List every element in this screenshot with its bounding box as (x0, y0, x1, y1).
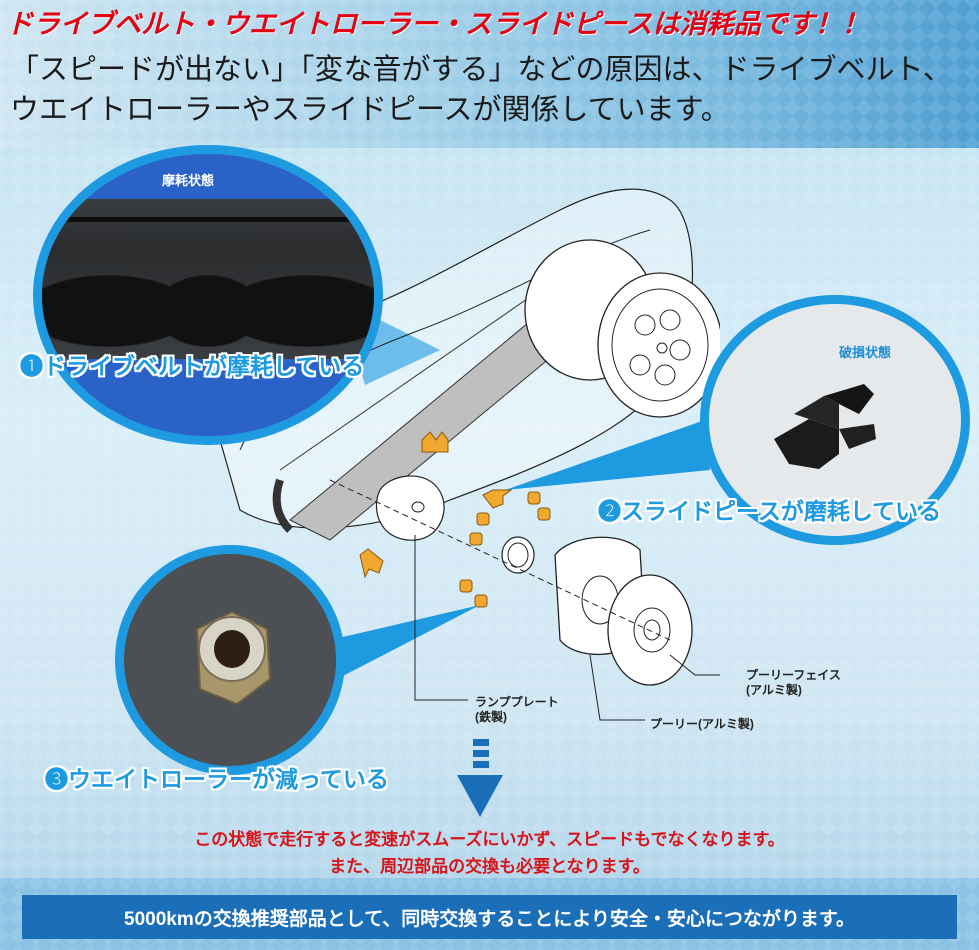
callout-drive-belt: 摩耗状態 (33, 145, 383, 445)
worn-belt-photo (42, 199, 374, 359)
belt-teeth (272, 478, 293, 533)
slide-piece-part (359, 548, 384, 579)
slide-pointer (505, 420, 710, 490)
callout-title-weight-roller: ❸ウエイトローラーが減っている (45, 766, 389, 792)
broken-slide-piece-photo (774, 384, 876, 469)
part-label-pulley-face: プーリーフェイス (アルミ製) (746, 668, 841, 697)
recommendation-banner: 5000kmの交換推奨部品として、同時交換することにより安全・安心につながります… (22, 895, 957, 939)
worn-weight-roller-photo (195, 610, 272, 706)
warning-line-2: また、周辺部品の交換も必要となります。 (329, 857, 650, 876)
headline: ドライブベルト・ウエイトローラー・スライドピースは消耗品です！！ (6, 9, 869, 39)
down-arrow-icon (457, 739, 503, 817)
warning-line-1: この状態で走行すると変速がスムーズにいかず、スピードもでなくなります。 (194, 830, 785, 849)
slide-piece-part (421, 431, 449, 453)
part-label-pulley: プーリー(アルミ製) (650, 717, 754, 731)
damage-state-label: 破損状態 (839, 345, 892, 360)
weight-rollers (459, 491, 551, 608)
callout-title-slide-piece: ❷スライドピースが磨耗している (598, 498, 942, 524)
callout-weight-roller (115, 545, 345, 775)
collar (501, 536, 535, 574)
axis-line (329, 479, 671, 641)
intro-line-2: ウエイトローラーやスライドピースが関係しています。 (10, 94, 730, 126)
intro-text: 「スピードが出ない」「変な音がする」などの原因は、ドライブベルト、 ウエイトロー… (10, 50, 952, 130)
roller-pointer (330, 605, 480, 680)
intro-line-1: 「スピードが出ない」「変な音がする」などの原因は、ドライブベルト、 (10, 54, 952, 86)
ramp-plate-leader (414, 535, 468, 701)
pulley-leader (589, 654, 645, 721)
part-label-ramp-plate: ランププレート (鉄製) (475, 695, 559, 724)
callout-slide-piece: 破損状態 (700, 295, 970, 545)
slide-piece-part (482, 489, 513, 509)
callout-title-drive-belt: ❶ドライブベルトが摩耗している (20, 353, 365, 379)
wear-state-label: 摩耗状態 (162, 173, 215, 188)
warning-text: この状態で走行すると変速がスムーズにいかず、スピードもでなくなります。 また、周… (0, 826, 979, 880)
ramp-plate (375, 475, 445, 541)
header-band (0, 0, 979, 148)
